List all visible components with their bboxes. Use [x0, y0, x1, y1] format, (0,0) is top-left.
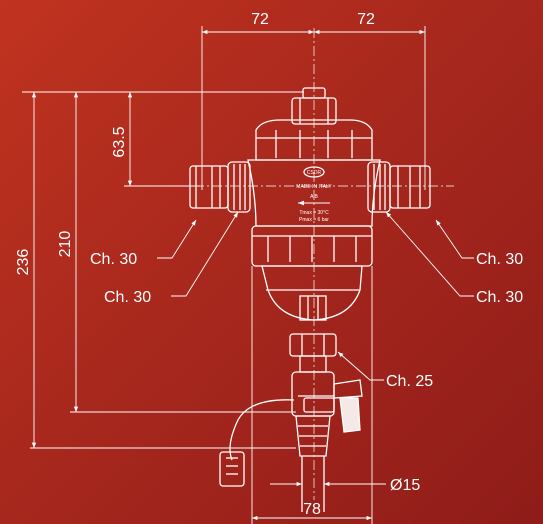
leader-left-upper	[157, 219, 197, 259]
valve-lever	[333, 379, 363, 399]
dim-width-left: 72	[251, 11, 269, 28]
callout-left-upper: Ch. 30	[90, 251, 137, 268]
dim-height-mid: 210	[57, 231, 74, 258]
dim-diameter: Ø15	[390, 477, 420, 494]
filter-bowl	[261, 265, 363, 321]
cap-chain	[229, 399, 295, 461]
callout-left-lower: Ch. 30	[104, 289, 151, 306]
leader-right-lower	[385, 211, 474, 297]
drain-stem	[299, 295, 327, 321]
drain-hex-nut	[289, 333, 337, 357]
dim-width-right: 72	[357, 11, 375, 28]
dim-width-bottom: 78	[303, 501, 321, 518]
left-union	[227, 161, 251, 213]
central-body	[247, 159, 381, 227]
left-nut	[189, 165, 229, 209]
pmax-mark: Pmax = 6 bar	[299, 217, 329, 223]
right-union	[367, 161, 391, 213]
leader-right-upper	[435, 219, 474, 259]
leader-valve	[337, 351, 384, 381]
drain-valve-body	[291, 371, 335, 417]
callout-right-lower: Ch. 30	[476, 289, 523, 306]
leader-left-lower	[171, 211, 239, 297]
callout-valve: Ch. 25	[386, 373, 433, 390]
head-cap	[255, 119, 373, 161]
dim-height-total: 236	[15, 249, 32, 276]
dim-height-top: 63.5	[111, 126, 128, 157]
drain-cap	[219, 451, 245, 487]
hose-barb	[295, 415, 331, 457]
callout-right-upper: Ch. 30	[476, 251, 523, 268]
centerlines	[176, 28, 454, 500]
